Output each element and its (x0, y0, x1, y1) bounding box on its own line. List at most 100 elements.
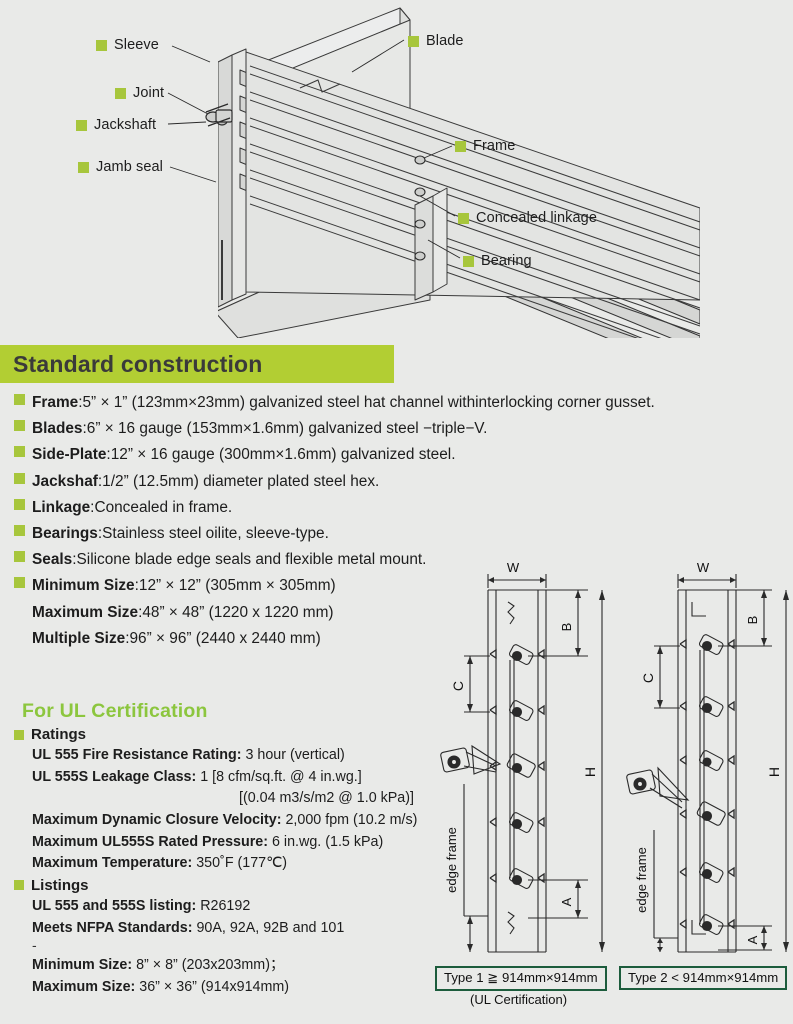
spec-term: Seals (32, 551, 73, 569)
dim-label-h-right: H (766, 767, 782, 777)
spec-term: Jackshaf (32, 472, 98, 490)
type-2-label-box: Type 2 < 914mm×914mm (619, 966, 788, 990)
standard-construction-banner: Standard construction (0, 345, 394, 383)
ul-maximum-size: Maximum Size: 36” × 36” (914x914mm) (14, 979, 444, 996)
callout-label: Blade (426, 33, 464, 49)
spec-separator: : (97, 472, 103, 490)
callout-label: Jackshaft (94, 117, 157, 133)
ul-rating-term: Maximum Dynamic Closure Velocity: (32, 811, 282, 828)
ul-certification-block: Ratings UL 555 Fire Resistance Rating: 3… (14, 726, 444, 1000)
spec-value: 96” × 96” (2440 x 2440 mm) (129, 629, 321, 647)
dim-label-w-right: W (697, 560, 710, 575)
ul-rating-fire-resistance: UL 555 Fire Resistance Rating: 3 hour (v… (14, 747, 444, 764)
spec-term: Linkage (32, 498, 91, 516)
ul-rating-leakage-metric: [(0.04 m3/s/m2 @ 1.0 kPa)] (14, 790, 414, 807)
ul-rating-value: 3 hour (vertical) (245, 747, 345, 763)
list-bullet-icon (14, 551, 25, 563)
callout-label: Jamb seal (96, 159, 163, 175)
spec-separator: : (106, 446, 111, 464)
ul-listing-term: UL 555 and 555S listing: (32, 897, 197, 914)
ul-rating-value: 350˚F (177℃) (196, 855, 287, 872)
type-1-caption: (UL Certification) (470, 992, 568, 1007)
ul-rating-term: UL 555 Fire Resistance Rating: (32, 747, 242, 763)
ul-rating-term: UL 555S Leakage Class: (32, 768, 197, 785)
callout-label: Joint (133, 85, 165, 101)
spec-value: 1/2” (12.5mm) diameter plated steel hex. (102, 472, 380, 490)
section-drawings-svg: W W B B C C A A H H edge frame edge fram… (440, 560, 789, 953)
spec-value: Concealed in frame. (94, 498, 233, 516)
spec-term: Bearings (32, 525, 98, 543)
ul-ratings-subheading: Ratings (14, 726, 444, 743)
callout-blade: Blade (408, 33, 464, 49)
ul-rating-value: 2,000 fpm (10.2 m/s) (285, 811, 418, 828)
callout-label: Sleeve (114, 37, 159, 53)
dim-label-c-left: C (450, 681, 466, 691)
ul-rating-term: Maximum UL555S Rated Pressure: (32, 833, 268, 850)
standard-construction-list: Frame:5” × 1” (123mm×23mm) galvanized st… (14, 394, 784, 656)
spec-item-multiple-size: Multiple Size:96” × 96” (2440 x 2440 mm) (14, 630, 784, 648)
spec-value: Stainless steel oilite, sleeve-type. (102, 525, 329, 543)
callout-label: Bearing (481, 253, 532, 269)
ul-rating-value: [(0.04 m3/s/m2 @ 1.0 kPa)] (238, 790, 414, 807)
ul-listing-nfpa: Meets NFPA Standards: 90A, 92A, 92B and … (14, 920, 444, 937)
ul-rating-max-temperature: Maximum Temperature: 350˚F (177℃) (14, 855, 444, 872)
spec-separator: : (82, 420, 87, 438)
spec-term: Minimum Size (32, 577, 135, 595)
list-bullet-icon (14, 577, 25, 589)
spec-item-bearings: Bearings:Stainless steel oilite, sleeve-… (14, 525, 784, 543)
callout-frame: Frame (455, 138, 515, 154)
ul-size-value: 8” × 8” (203x203mm)； (136, 957, 285, 974)
callout-concealed-linkage: Concealed linkage (458, 210, 597, 226)
spec-item-frame: Frame:5” × 1” (123mm×23mm) galvanized st… (14, 394, 784, 412)
spec-term: Side-Plate (32, 446, 107, 464)
callout-joint: Joint (115, 85, 164, 101)
callout-jackshaft: Jackshaft (76, 117, 156, 133)
spec-item-jackshaf: Jackshaf:1/2” (12.5mm) diameter plated s… (14, 472, 784, 491)
list-bullet-icon (14, 420, 25, 432)
callout-jamb-seal: Jamb seal (78, 159, 163, 175)
ul-size-term: Maximum Size: (32, 978, 136, 995)
ul-size-term: Minimum Size: (32, 957, 133, 974)
section-drawings: W W B B C C A A H H edge frame edge fram… (430, 560, 793, 1024)
callout-bullet-icon (455, 140, 466, 152)
dim-label-c-right: C (640, 673, 656, 683)
ul-listings-subheading: Listings (14, 877, 444, 894)
ul-ratings-label: Ratings (31, 726, 87, 743)
spec-separator: : (72, 551, 77, 569)
dim-note-edge-frame-right: edge frame (634, 847, 649, 913)
list-bullet-icon (14, 394, 25, 405)
dim-note-edge-frame-left: edge frame (444, 827, 459, 893)
ul-rating-closure-velocity: Maximum Dynamic Closure Velocity: 2,000 … (14, 812, 444, 829)
ul-certification-heading: For UL Certification (22, 700, 208, 722)
list-bullet-icon (14, 498, 25, 510)
ul-rating-term: Maximum Temperature: (32, 855, 193, 872)
spec-separator: : (138, 603, 143, 621)
callout-bullet-icon (408, 35, 419, 47)
spec-item-minimum-size: Minimum Size:12” × 12” (305mm × 305mm) (14, 577, 784, 595)
spec-item-seals: Seals:Silicone blade edge seals and flex… (14, 551, 784, 569)
callout-sleeve: Sleeve (96, 37, 159, 53)
spec-item-linkage: Linkage:Concealed in frame. (14, 498, 784, 517)
callout-bullet-icon (78, 161, 89, 173)
ul-listings-label: Listings (31, 876, 89, 894)
spec-value: Silicone blade edge seals and flexible m… (76, 551, 427, 569)
spec-value: 12” × 16 gauge (300mm×1.6mm) galvanized … (110, 446, 456, 464)
ul-listing-number: UL 555 and 555S listing: R26192 (14, 898, 444, 915)
dim-label-w-left: W (507, 560, 520, 575)
ul-minimum-size: Minimum Size: 8” × 8” (203x203mm)； (14, 957, 444, 974)
page-title: Standard construction (13, 350, 263, 377)
list-bullet-icon (14, 880, 24, 891)
damper-isometric-diagram: Sleeve Joint Jackshaft Jamb seal Blade F… (0, 0, 793, 338)
dim-label-b-left: B (559, 623, 574, 632)
spec-separator: : (97, 525, 103, 543)
spec-separator: : (134, 577, 139, 595)
spec-item-maximum-size: Maximum Size:48” × 48” (1220 x 1220 mm) (14, 604, 784, 622)
spec-item-blades: Blades:6” × 16 gauge (153mm×1.6mm) galva… (14, 420, 784, 438)
spec-term: Frame (32, 394, 79, 411)
spec-item-side-plate: Side-Plate:12” × 16 gauge (300mm×1.6mm) … (14, 446, 784, 464)
ul-rating-leakage-class: UL 555S Leakage Class: 1 [8 cfm/sq.ft. @… (14, 769, 444, 786)
spec-term: Maximum Size (32, 603, 139, 621)
dim-label-h-left: H (582, 767, 598, 777)
spec-value: 12” × 12” (305mm × 305mm) (138, 577, 336, 595)
spec-separator: : (125, 629, 130, 647)
